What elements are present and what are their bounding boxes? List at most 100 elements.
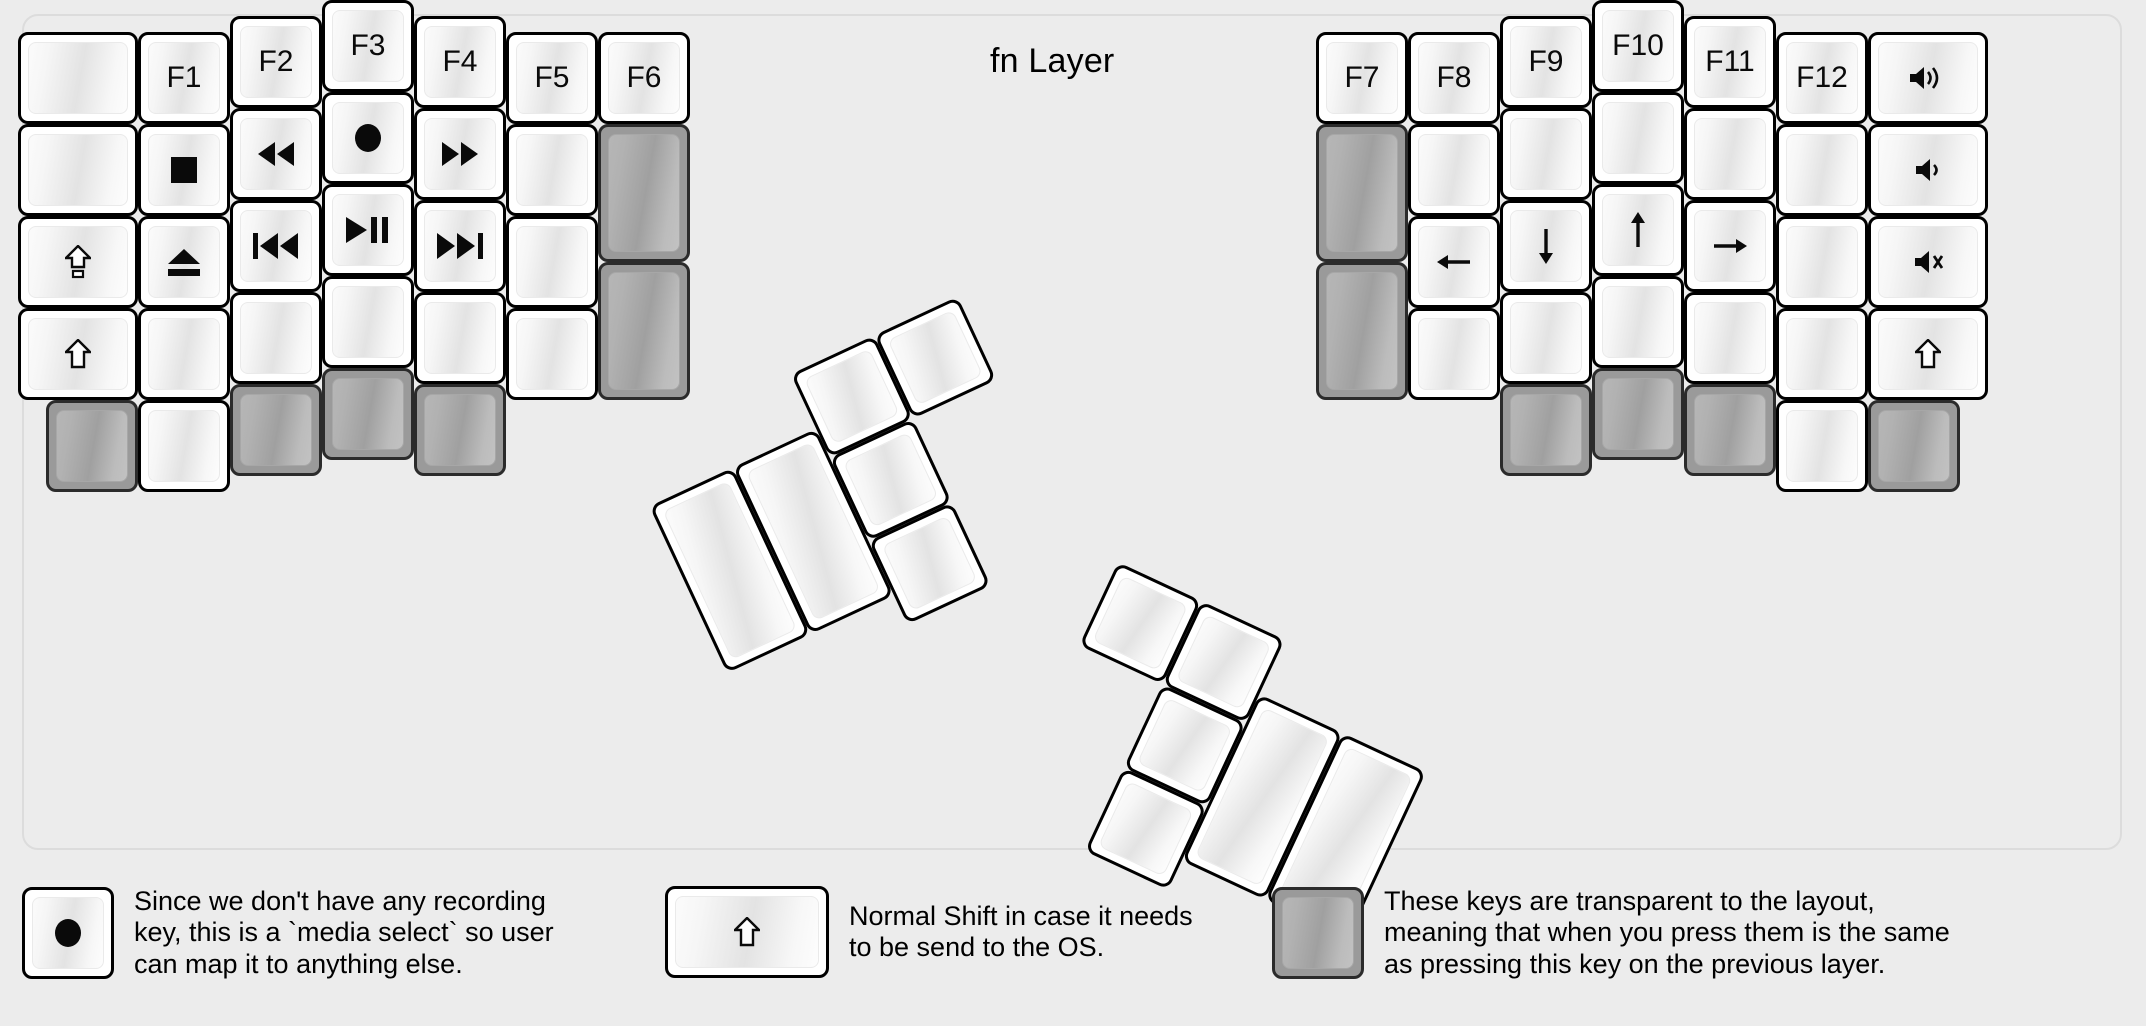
key-label: F11 (1705, 45, 1755, 78)
key-l-c6-r2[interactable] (506, 124, 598, 216)
key-r-voldn[interactable] (1868, 124, 1988, 216)
key-l-next[interactable] (414, 200, 506, 292)
key-l-stop[interactable] (138, 124, 230, 216)
key-r-left[interactable] (1408, 216, 1500, 308)
legend-key-shift-note (665, 886, 829, 978)
key-r-c2-r2[interactable] (1408, 124, 1500, 216)
key-l-ff[interactable] (414, 108, 506, 200)
keycap-surface (332, 10, 404, 82)
keycap-surface (1136, 697, 1233, 794)
key-r-f7[interactable]: F7 (1316, 32, 1408, 124)
key-l-c1-r2[interactable] (18, 124, 138, 216)
keycap-surface (332, 286, 404, 358)
keycap-surface (1694, 118, 1766, 190)
key-l-eject[interactable] (138, 216, 230, 308)
keycap-surface (1878, 42, 1978, 114)
key-r-c4-r2[interactable] (1592, 92, 1684, 184)
key-l-rew[interactable] (230, 108, 322, 200)
key-r-shift[interactable] (1868, 308, 1988, 400)
keycap-surface (424, 118, 496, 190)
key-r-c5-r2[interactable] (1684, 108, 1776, 200)
key-r-mute[interactable] (1868, 216, 1988, 308)
keycap-surface (1092, 575, 1189, 671)
shift-icon (1915, 339, 1941, 369)
key-l-c3-r5[interactable] (230, 384, 322, 476)
keycap-surface (56, 410, 128, 482)
key-r-c7-r5[interactable] (1868, 400, 1960, 492)
legend-key-record-note (22, 886, 114, 979)
key-l-c4-r4[interactable] (322, 276, 414, 368)
key-l-c1-r1[interactable] (18, 32, 138, 124)
key-r-f10[interactable]: F10 (1592, 0, 1684, 92)
key-l-f3[interactable]: F3 (322, 0, 414, 92)
key-r-c3-r5[interactable] (1500, 384, 1592, 476)
key-l-c3-r4[interactable] (230, 292, 322, 384)
arrow-down-icon (1533, 227, 1559, 265)
keycap-surface (1786, 226, 1858, 298)
key-l-c2-r4[interactable] (138, 308, 230, 400)
key-label: F12 (1796, 61, 1848, 94)
keycap-surface (1175, 614, 1272, 710)
keycap-surface (1878, 410, 1950, 482)
key-l-c1-r5[interactable] (46, 400, 138, 492)
key-l-c5-r5[interactable] (414, 384, 506, 476)
keycap-surface (148, 410, 220, 482)
key-l-f2[interactable]: F2 (230, 16, 322, 108)
keycap-surface (1418, 134, 1490, 206)
keycap-surface (332, 194, 404, 266)
key-r-c3-r4[interactable] (1500, 292, 1592, 384)
key-r-c6-r5[interactable] (1776, 400, 1868, 492)
key-r-down[interactable] (1500, 200, 1592, 292)
key-r-c1-r2[interactable] (1316, 124, 1408, 262)
key-r-f8[interactable]: F8 (1408, 32, 1500, 124)
key-label: F9 (1528, 45, 1564, 78)
keycap-surface (1602, 10, 1674, 82)
keycap-surface (1786, 42, 1858, 114)
keycap-surface (1326, 42, 1398, 114)
shift-icon (734, 917, 760, 947)
key-l-c6-r3[interactable] (506, 216, 598, 308)
key-l-prev[interactable] (230, 200, 322, 292)
key-r-c4-r5[interactable] (1592, 368, 1684, 460)
key-r-c6-r3[interactable] (1776, 216, 1868, 308)
key-r-f9[interactable]: F9 (1500, 16, 1592, 108)
key-r-c4-r4[interactable] (1592, 276, 1684, 368)
key-l-f1[interactable]: F1 (138, 32, 230, 124)
shift-icon (65, 339, 91, 369)
key-l-play[interactable] (322, 184, 414, 276)
key-l-c5-r4[interactable] (414, 292, 506, 384)
keycap-surface (332, 378, 404, 450)
key-r-c3-r2[interactable] (1500, 108, 1592, 200)
key-l-f4[interactable]: F4 (414, 16, 506, 108)
key-l-shift[interactable] (18, 308, 138, 400)
key-l-rec[interactable] (322, 92, 414, 184)
keycap-surface (1602, 286, 1674, 358)
key-l-c4-r5[interactable] (322, 368, 414, 460)
key-r-c5-r4[interactable] (1684, 292, 1776, 384)
key-r-f12[interactable]: F12 (1776, 32, 1868, 124)
key-r-f11[interactable]: F11 (1684, 16, 1776, 108)
keycap-surface (148, 318, 220, 390)
keycap-surface (608, 134, 680, 252)
key-r-c2-r4[interactable] (1408, 308, 1500, 400)
key-r-c5-r5[interactable] (1684, 384, 1776, 476)
key-l-f5[interactable]: F5 (506, 32, 598, 124)
key-l-c7-r3[interactable] (598, 262, 690, 400)
key-l-c6-r4[interactable] (506, 308, 598, 400)
keycap-surface (28, 42, 128, 114)
key-l-c7-r2[interactable] (598, 124, 690, 262)
key-l-f6[interactable]: F6 (598, 32, 690, 124)
key-label: F1 (166, 61, 202, 94)
mute-icon (1913, 248, 1943, 276)
key-l-c2-r5[interactable] (138, 400, 230, 492)
keycap-surface (424, 26, 496, 98)
key-r-c1-r3[interactable] (1316, 262, 1408, 400)
key-l-caps[interactable] (18, 216, 138, 308)
key-r-right[interactable] (1684, 200, 1776, 292)
key-r-up[interactable] (1592, 184, 1684, 276)
key-r-c6-r2[interactable] (1776, 124, 1868, 216)
key-r-c6-r4[interactable] (1776, 308, 1868, 400)
key-r-volup[interactable] (1868, 32, 1988, 124)
